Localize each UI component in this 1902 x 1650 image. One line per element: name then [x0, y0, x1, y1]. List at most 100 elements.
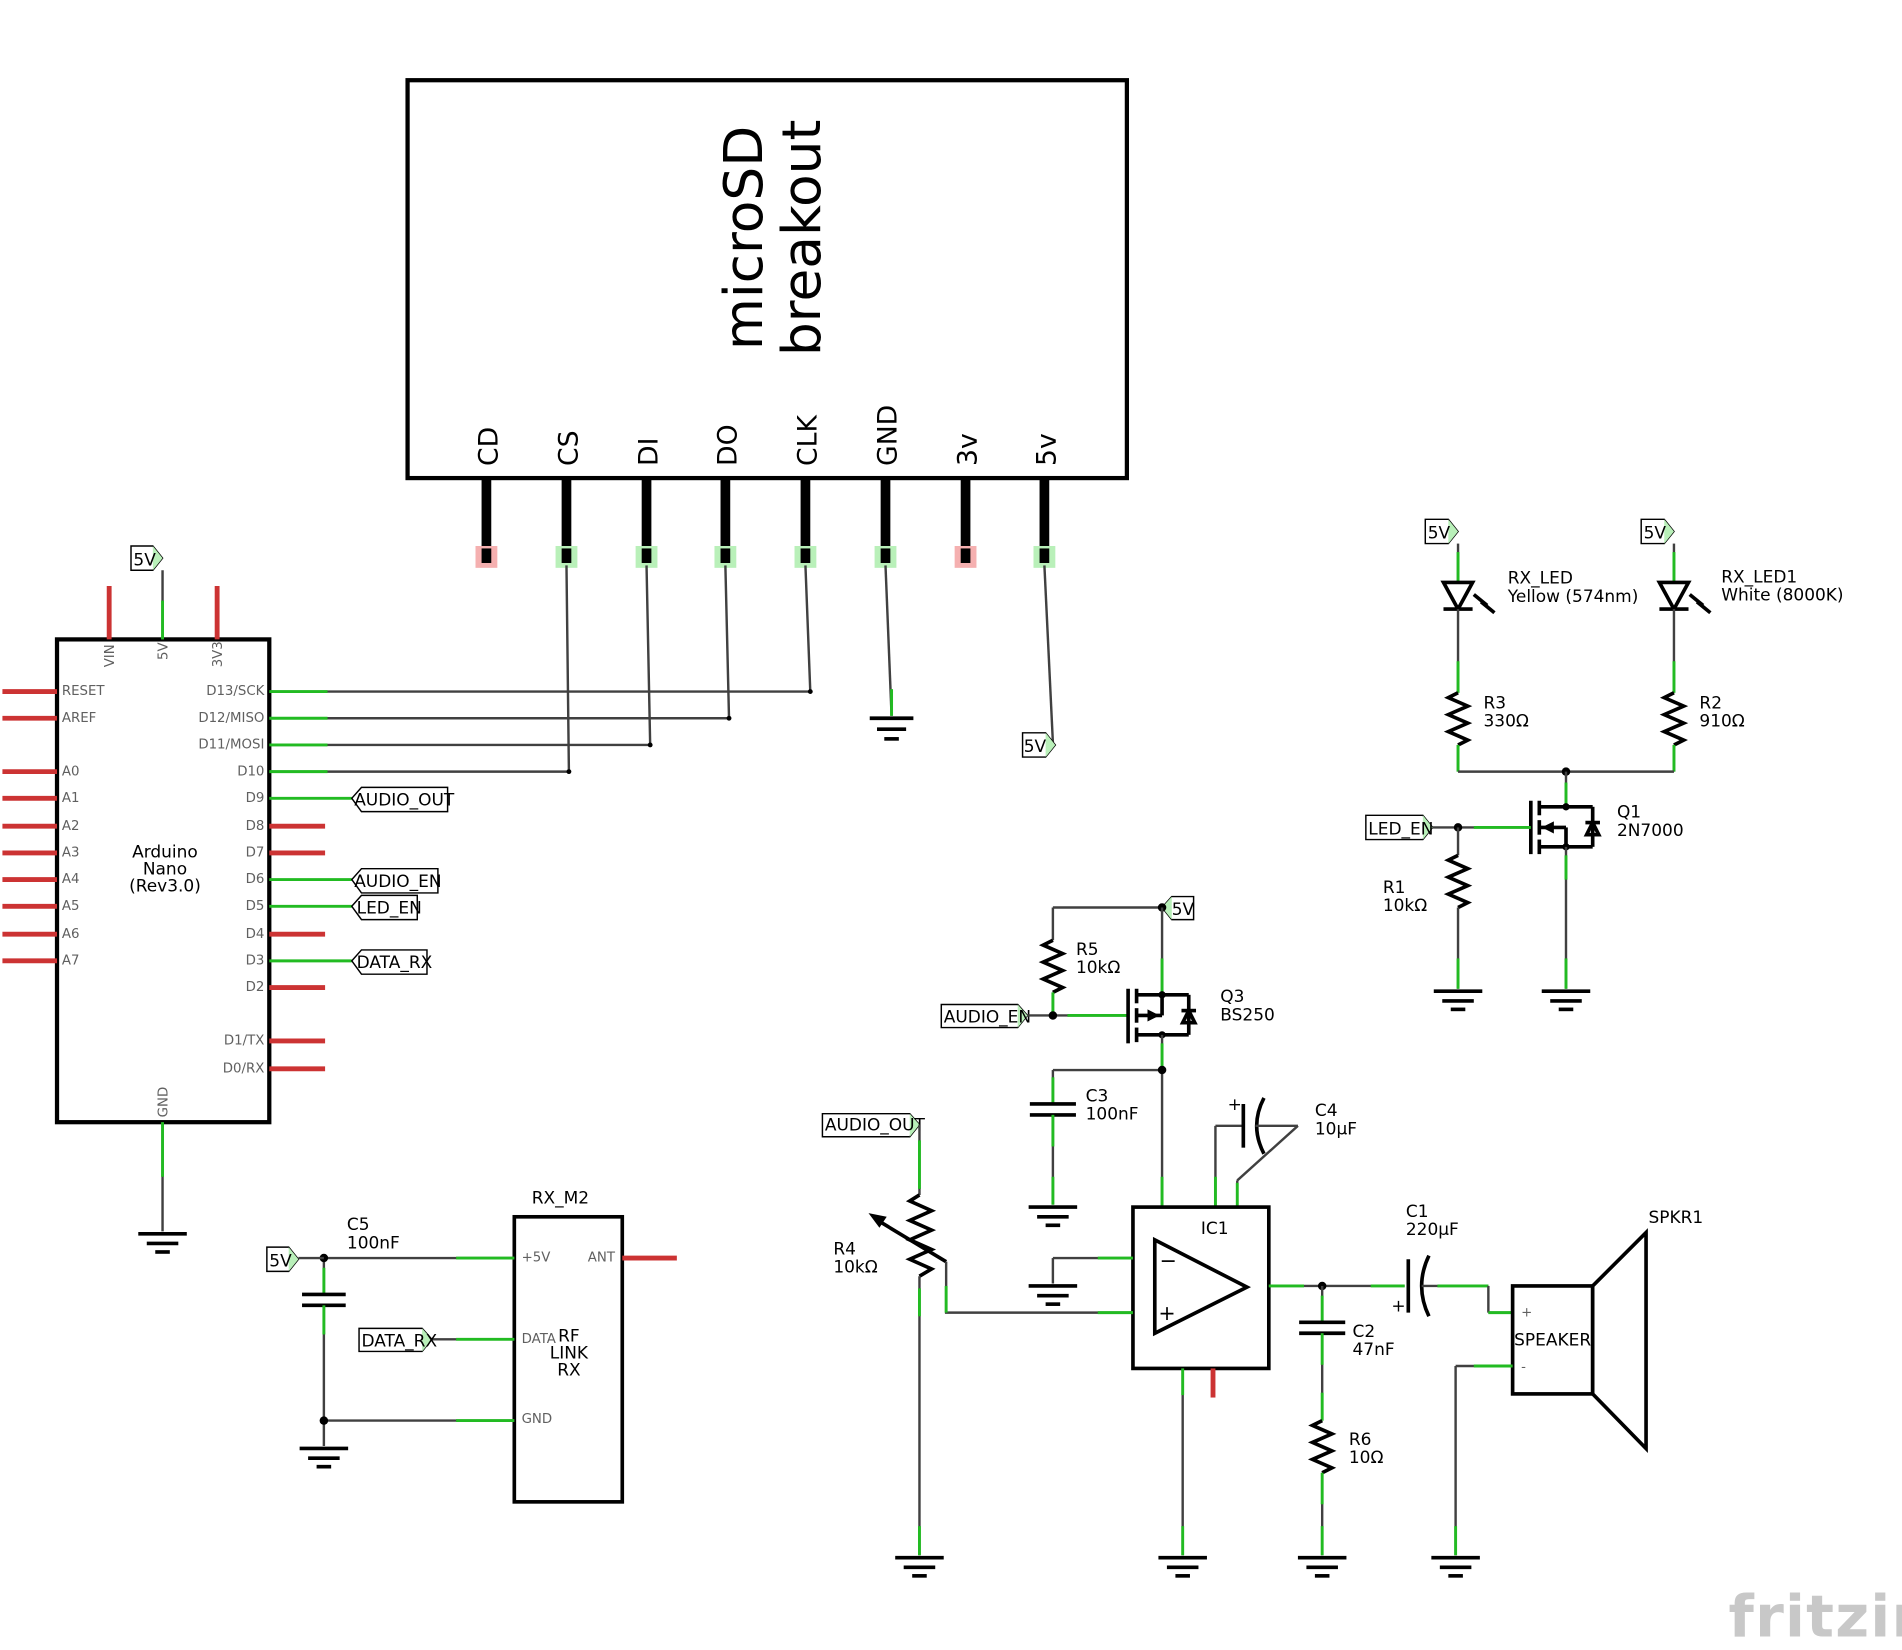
arduino-pin-a1: A1	[62, 791, 80, 806]
ground-symbol-c3	[1028, 1205, 1078, 1228]
q3-name: Q3	[1220, 987, 1244, 1007]
c2-name: C2	[1353, 1322, 1376, 1342]
arduino-pin-d3: D3	[246, 953, 265, 968]
arduino-pin-3v3: 3V3	[211, 641, 226, 667]
ic1-body	[1131, 1205, 1271, 1371]
arduino-pin-gnd: GND	[156, 1087, 171, 1118]
microsd-pin-do: DO	[712, 424, 743, 466]
arduino-pin-d2: D2	[246, 980, 265, 995]
arduino-nano: Arduino Nano (Rev3.0) VIN 5V 3V3 RESET A…	[2, 570, 352, 1232]
arduino-pin-d1: D1/TX	[224, 1034, 265, 1049]
arduino-pin-vin: VIN	[103, 644, 118, 667]
arduino-pin-reset: RESET	[62, 684, 106, 699]
c4-plus: +	[1228, 1095, 1242, 1115]
c5-name: C5	[347, 1215, 370, 1235]
c1-plus: +	[1391, 1296, 1405, 1316]
rx-m2-line2: LINK	[550, 1344, 589, 1364]
net-label-5v-rx-text: 5V	[269, 1252, 292, 1272]
resistor-r3: R3 330Ω	[1443, 691, 1529, 772]
speaker-inner: SPEAKER	[1514, 1330, 1591, 1350]
capacitor-c2: C2 47nF	[1299, 1285, 1395, 1421]
arduino-pin-aref: AREF	[62, 711, 96, 726]
arduino-pin-5v: 5V	[156, 642, 171, 660]
speaker-plus: +	[1521, 1305, 1532, 1320]
rx-m2-name: RX_M2	[532, 1188, 589, 1208]
rx-led1-desc: White (8000K)	[1721, 586, 1843, 606]
net-label-5v-rx: 5V	[266, 1246, 324, 1273]
arduino-pin-a5: A5	[62, 899, 80, 914]
resistor-r1: R1 10kΩ	[1383, 827, 1473, 989]
rx-m2-pin-data: DATA	[522, 1332, 556, 1347]
net-label-5v-led1-text: 5V	[1428, 524, 1451, 544]
net-label-led-en-q1: LED_EN	[1365, 814, 1434, 841]
r1-value: 10kΩ	[1383, 896, 1427, 916]
arduino-pin-d0: D0/RX	[223, 1061, 265, 1076]
ic1-plus: +	[1158, 1301, 1175, 1325]
mosfet-q1: Q1 2N7000	[1528, 771, 1684, 989]
ic1-name: IC1	[1201, 1219, 1229, 1239]
ground-symbol-ic1-inv	[1028, 1284, 1078, 1306]
r2-name: R2	[1699, 694, 1722, 714]
net-label-audio-en-q3: AUDIO_EN	[940, 1003, 1031, 1029]
capacitor-c3: C3 100nF	[1029, 1070, 1139, 1205]
r3-name: R3	[1484, 694, 1507, 714]
sd-bus-wires	[269, 565, 1055, 775]
r6-value: 10Ω	[1349, 1448, 1384, 1468]
net-label-audio-out-r4: AUDIO_OUT	[821, 1112, 926, 1138]
arduino-pin-d10: D10	[237, 764, 264, 779]
net-label-5v-sd-text: 5V	[1024, 737, 1047, 757]
net-label-5v-sd: 5V	[1021, 732, 1057, 758]
arduino-pin-a7: A7	[62, 953, 80, 968]
c2-value: 47nF	[1353, 1340, 1395, 1360]
net-label-audio-en-q3-text: AUDIO_EN	[944, 1008, 1031, 1028]
q1-name: Q1	[1617, 803, 1641, 823]
r3-value: 330Ω	[1484, 712, 1529, 732]
microsd-pin-di: DI	[633, 438, 664, 466]
arduino-pin-d9: D9	[246, 791, 265, 806]
c5-value: 100nF	[347, 1233, 400, 1253]
net-label-data-rx-arduino-text: DATA_RX	[357, 953, 433, 973]
net-label-audio-out-arduino-text: AUDIO_OUT	[354, 791, 455, 811]
net-label-data-rx-module-text: DATA_RX	[361, 1332, 437, 1352]
spkr1-name: SPKR1	[1648, 1208, 1703, 1228]
microsd-body	[405, 78, 1130, 481]
microsd-pins	[475, 478, 1056, 568]
r4-value: 10kΩ	[833, 1258, 877, 1278]
net-label-audio-out-r4-text: AUDIO_OUT	[825, 1116, 926, 1136]
arduino-pin-d13: D13/SCK	[206, 684, 265, 699]
led-rx-led: RX_LED Yellow (574nm)	[1440, 543, 1638, 693]
ground-symbol-sd	[869, 716, 914, 741]
ground-symbol-speaker	[1431, 1555, 1480, 1578]
ic1-minus: −	[1160, 1249, 1177, 1273]
net-label-audio-out-arduino: AUDIO_OUT	[350, 786, 455, 813]
microsd-pin-cd: CD	[473, 427, 504, 466]
led-rx-led1: RX_LED1 White (8000K)	[1656, 543, 1844, 693]
fritzing-watermark: fritzing	[1729, 1583, 1902, 1650]
arduino-pin-a6: A6	[62, 927, 80, 942]
r4-name: R4	[833, 1239, 856, 1259]
arduino-pin-a2: A2	[62, 819, 80, 834]
net-label-data-rx-module: DATA_RX	[358, 1327, 437, 1353]
rx-m2-line3: RX	[557, 1361, 581, 1381]
arduino-name-1: Arduino	[132, 843, 198, 863]
net-label-5v-audio-text: 5V	[1172, 900, 1195, 920]
q3-value: BS250	[1220, 1005, 1275, 1025]
microsd-pin-3v: 3v	[952, 433, 983, 466]
arduino-pin-d8: D8	[246, 819, 265, 834]
net-label-led-en-arduino: LED_EN	[350, 894, 422, 921]
microsd-pin-clk: CLK	[792, 413, 823, 465]
capacitor-c4: + C4 10µF	[1213, 1095, 1357, 1208]
rx-m2-module: RX_M2 RF LINK RX +5V DATA GND ANT	[323, 1188, 677, 1504]
rx-m2-line1: RF	[558, 1327, 580, 1347]
arduino-pin-d4: D4	[246, 927, 265, 942]
ground-symbol-q1	[1541, 989, 1591, 1012]
ground-symbol-arduino	[138, 1231, 187, 1254]
c4-value: 10µF	[1315, 1119, 1357, 1139]
arduino-name-2: Nano	[143, 860, 187, 880]
capacitor-c5: C5 100nF	[302, 1215, 400, 1447]
net-label-5v-led1: 5V	[1424, 518, 1459, 545]
ground-symbol-c5	[299, 1446, 349, 1469]
rx-m2-pin-ant: ANT	[588, 1251, 616, 1266]
microsd-title-line2: breakout	[770, 120, 833, 357]
